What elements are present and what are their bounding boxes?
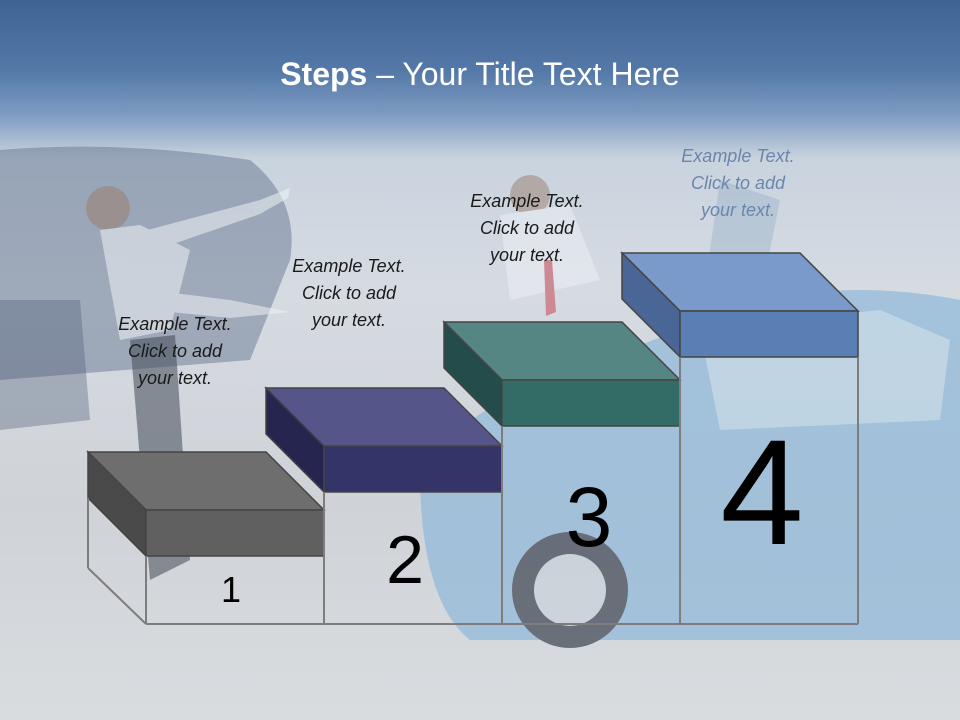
step-4-caption[interactable]: Example Text. Click to add your text. [638, 143, 838, 224]
step-1-front [145, 509, 325, 557]
step-1-number: 1 [220, 569, 242, 610]
man-figure-center [500, 175, 600, 316]
caption-line: Click to add [690, 173, 786, 193]
step-2-number: 2 [386, 522, 424, 598]
title-bold: Steps [280, 56, 368, 92]
step-2-front [323, 445, 503, 493]
step-3-number: 3 [565, 470, 613, 564]
title-rest: – Your Title Text Here [367, 56, 680, 92]
caption-line: your text. [137, 368, 213, 388]
step-1-caption[interactable]: Example Text. Click to add your text. [75, 311, 275, 392]
caption-line: Example Text. [470, 191, 584, 211]
caption-line: Example Text. [118, 314, 232, 334]
step-4-front [679, 310, 859, 358]
step-3-block[interactable] [442, 320, 682, 428]
step-3-caption[interactable]: Example Text. Click to add your text. [427, 188, 627, 269]
caption-line: Example Text. [681, 146, 795, 166]
steps-outline [87, 357, 859, 625]
step-2-block[interactable] [264, 386, 504, 494]
caption-line: Click to add [301, 283, 397, 303]
slide-title[interactable]: Steps – Your Title Text Here [0, 56, 960, 93]
step-3-front [501, 379, 681, 427]
step-4-number: 4 [720, 408, 804, 576]
caption-line: your text. [489, 245, 565, 265]
caption-line: your text. [311, 310, 387, 330]
caption-line: your text. [700, 200, 776, 220]
caption-line: Click to add [127, 341, 223, 361]
step-2-caption[interactable]: Example Text. Click to add your text. [249, 253, 449, 334]
step-1-block[interactable] [86, 450, 326, 558]
caption-line: Click to add [479, 218, 575, 238]
caption-line: Example Text. [292, 256, 406, 276]
step-4-block[interactable] [620, 251, 860, 359]
